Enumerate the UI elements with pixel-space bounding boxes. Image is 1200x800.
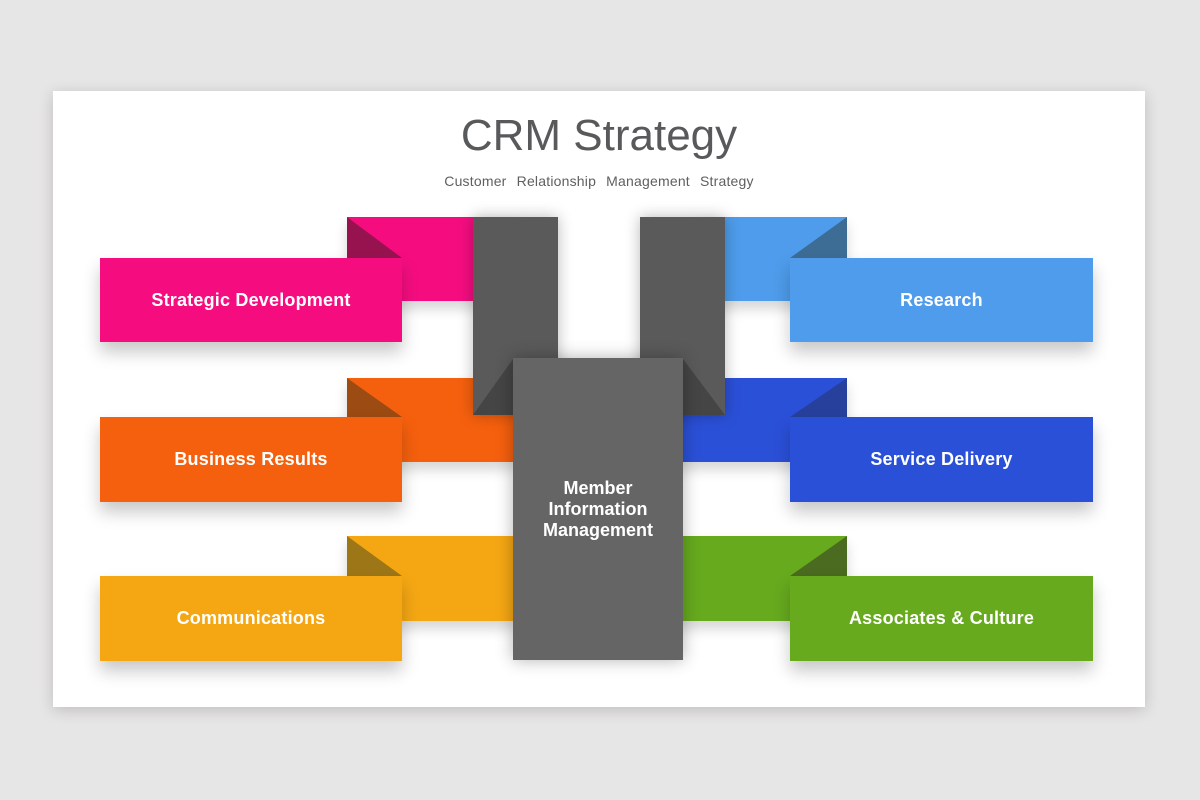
ribbon-strategic-development: Strategic Development — [100, 258, 402, 342]
ribbon-label-business-results: Business Results — [174, 449, 328, 469]
center-banner-line-3: Management — [542, 519, 654, 540]
center-banner-line-2: Information — [548, 498, 648, 519]
ribbon-label-research: Research — [900, 289, 983, 310]
ribbon-service-delivery: Service Delivery — [790, 417, 1093, 502]
center-banner-member-information-management: Member Information Management — [513, 358, 683, 660]
ribbon-associates-culture: Associates & Culture — [790, 576, 1093, 661]
ribbon-label-communications: Communications — [176, 608, 326, 628]
slide-subtitle: Customer Relationship Management Strateg… — [444, 173, 754, 189]
ribbon-label-strategic-development: Strategic Development — [151, 289, 351, 310]
slide-title: CRM Strategy — [460, 111, 738, 160]
center-banner-line-1: Member — [563, 477, 633, 498]
ribbon-research: Research — [790, 258, 1093, 342]
ribbon-communications: Communications — [100, 576, 402, 661]
slide-card: CRM Strategy Customer Relationship Manag… — [53, 91, 1145, 707]
ribbon-label-associates-culture: Associates & Culture — [848, 608, 1035, 628]
center-banner-label: Member Information Management — [543, 478, 653, 541]
ribbon-label-service-delivery: Service Delivery — [870, 449, 1013, 469]
ribbon-business-results: Business Results — [100, 417, 402, 502]
